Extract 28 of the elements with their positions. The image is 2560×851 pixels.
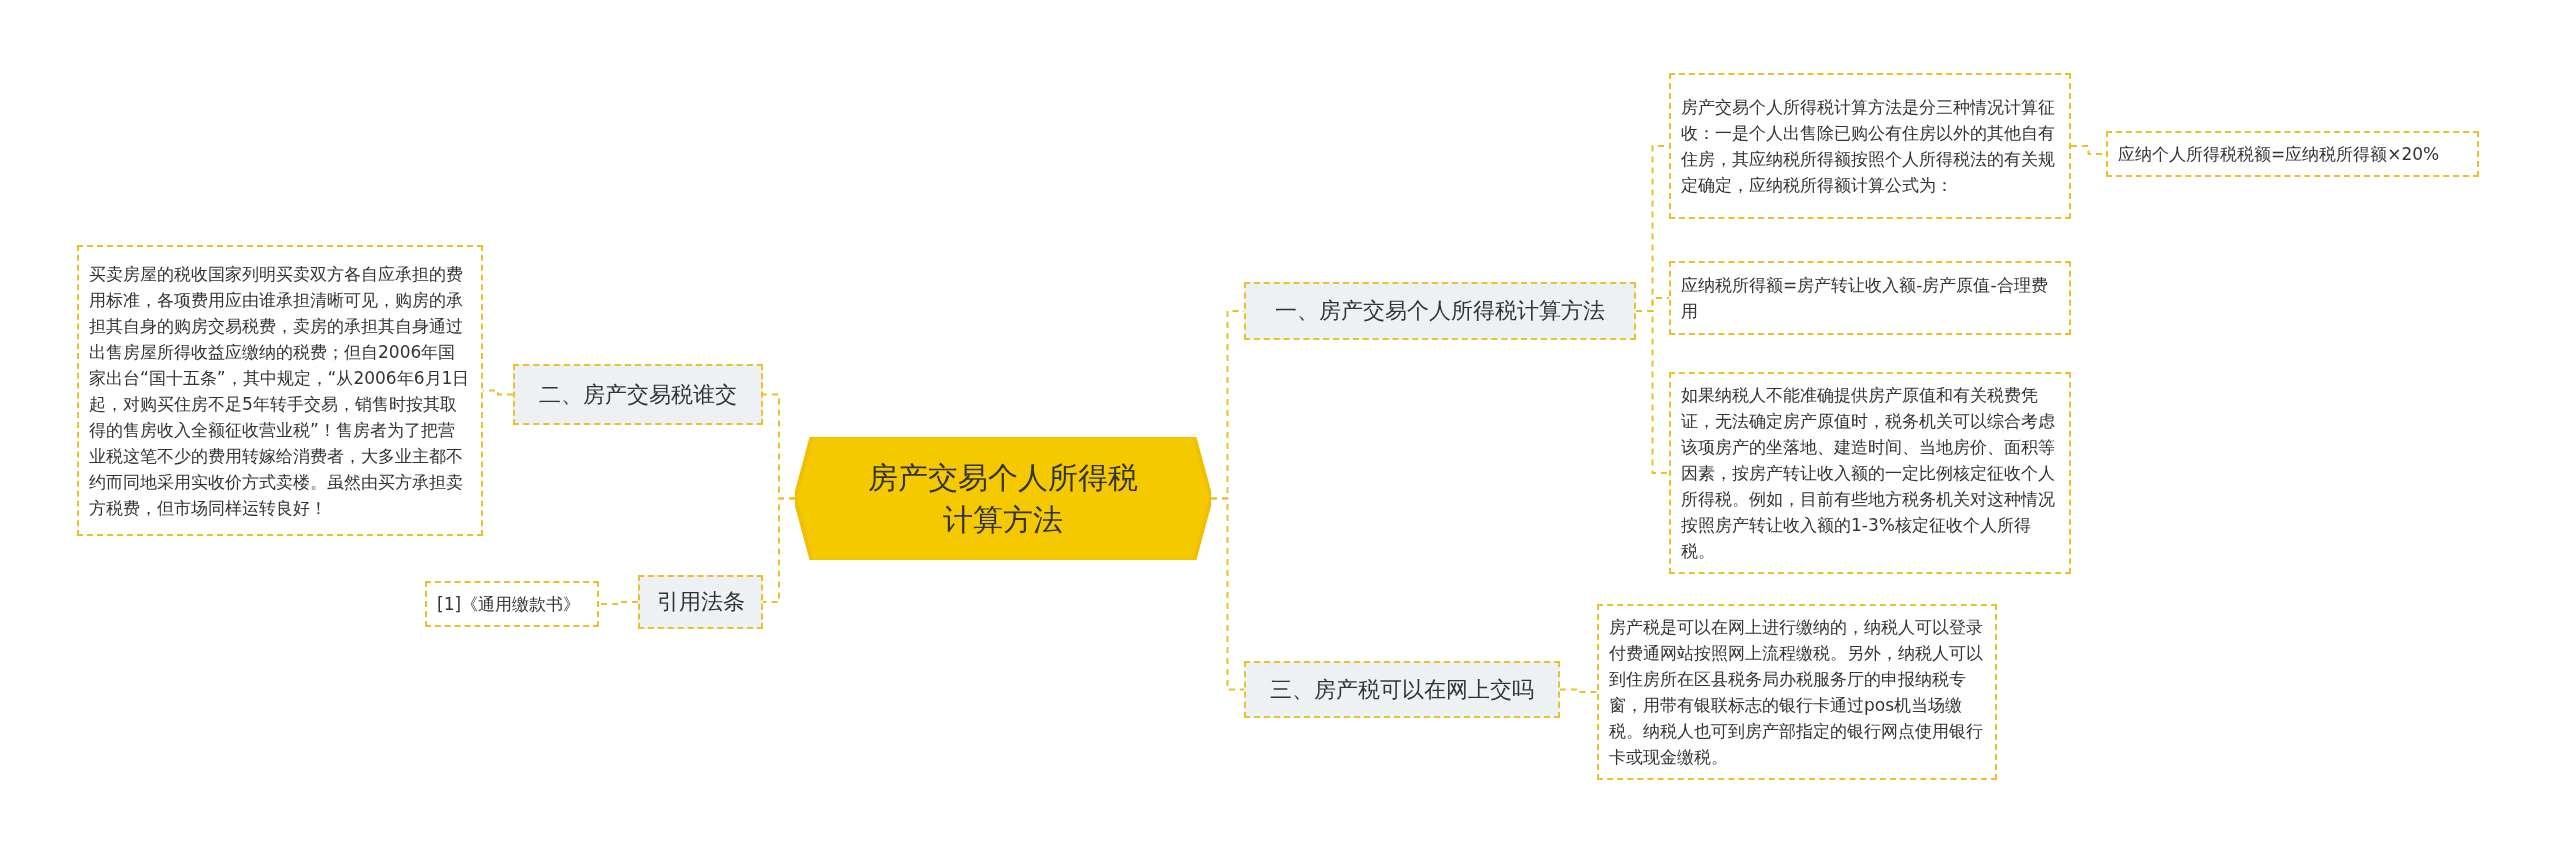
note-text: 买卖房屋的税收国家列明买卖双方各自应承担的费用标准，各项费用应由谁承担清晰可见，购房的承担其自身的购房交易税费，卖房的承担其自身通过出售房屋所得收益应缴纳的税费；但自2006年国家出台“国十五条”，其中规定，“从2006年6月1日起，对购买住房不足5年转手交易，销售时按其取得的售房收入全额征收营业税”！售房者为了把营业税这笔不少的费用转嫁给消费者，大多业主都不约而同地采用实收价方式卖楼。虽然由买方承担卖方税费，但市场同样运转良好！ xyxy=(89,262,471,520)
topic-box xyxy=(638,575,763,629)
note-text: 应纳税所得额=房产转让收入额-房产原值-合理费用 xyxy=(1681,274,2049,323)
note-text: 房产税是可以在网上进行缴纳的，纳税人可以登录付费通网站按照网上流程缴税。另外，纳税人可以到住房所在区县税务局办税服务厅的申报纳税专窗，用带有银联标志的银行卡通过pos机当场缴税。纳税人也可到房产部指定的银行网点使用银行卡或现金缴税。 xyxy=(1609,616,1984,769)
note-box xyxy=(1597,604,1997,780)
connector-line xyxy=(1635,310,1670,474)
note-box xyxy=(2106,131,2479,177)
note-text: 房产交易个人所得税计算方法是分三种情况计算征收：一是个人出售除已购公有住房以外的其他自有住房，其应纳税所得额按照个人所得税法的有关规定确定，应纳税所得额计算公式为： xyxy=(1681,96,2056,197)
topic-box xyxy=(1244,661,1560,718)
connector-line xyxy=(1559,688,1598,693)
note-box xyxy=(77,245,483,536)
note-box xyxy=(1669,73,2071,219)
note-box xyxy=(1669,372,2071,574)
topic-text: 一、房产交易个人所得税计算方法 xyxy=(1275,297,1605,325)
connector-line xyxy=(598,601,639,605)
topic-text: 引用法条 xyxy=(656,588,745,616)
note-text: [1]《通用缴款书》 xyxy=(437,593,581,616)
connector-line xyxy=(1210,497,1245,691)
topic-text: 三、房产税可以在网上交吗 xyxy=(1270,675,1534,704)
topic-text: 二、房产交易税谁交 xyxy=(539,380,737,409)
topic-box xyxy=(513,364,763,425)
note-text: 如果纳税人不能准确提供房产原值和有关税费凭证，无法确定房产原值时，税务机关可以综合考虑该项房产的坐落地、建造时间、当地房价、面积等因素，按房产转让收入额的一定比例核定征收个人所得税。例如，目前有些地方税务机关对这种情况按照房产转让收入额的1-3%核定征收个人所得税。 xyxy=(1681,384,2056,563)
note-box xyxy=(1669,261,2071,335)
connector-line xyxy=(762,497,796,603)
note-box xyxy=(425,581,599,627)
topic-box xyxy=(1244,282,1636,340)
central-topic-text: 房产交易个人所得税计算方法 xyxy=(867,458,1139,539)
note-text: 应纳个人所得税税额=应纳税所得额×20% xyxy=(2118,143,2440,166)
